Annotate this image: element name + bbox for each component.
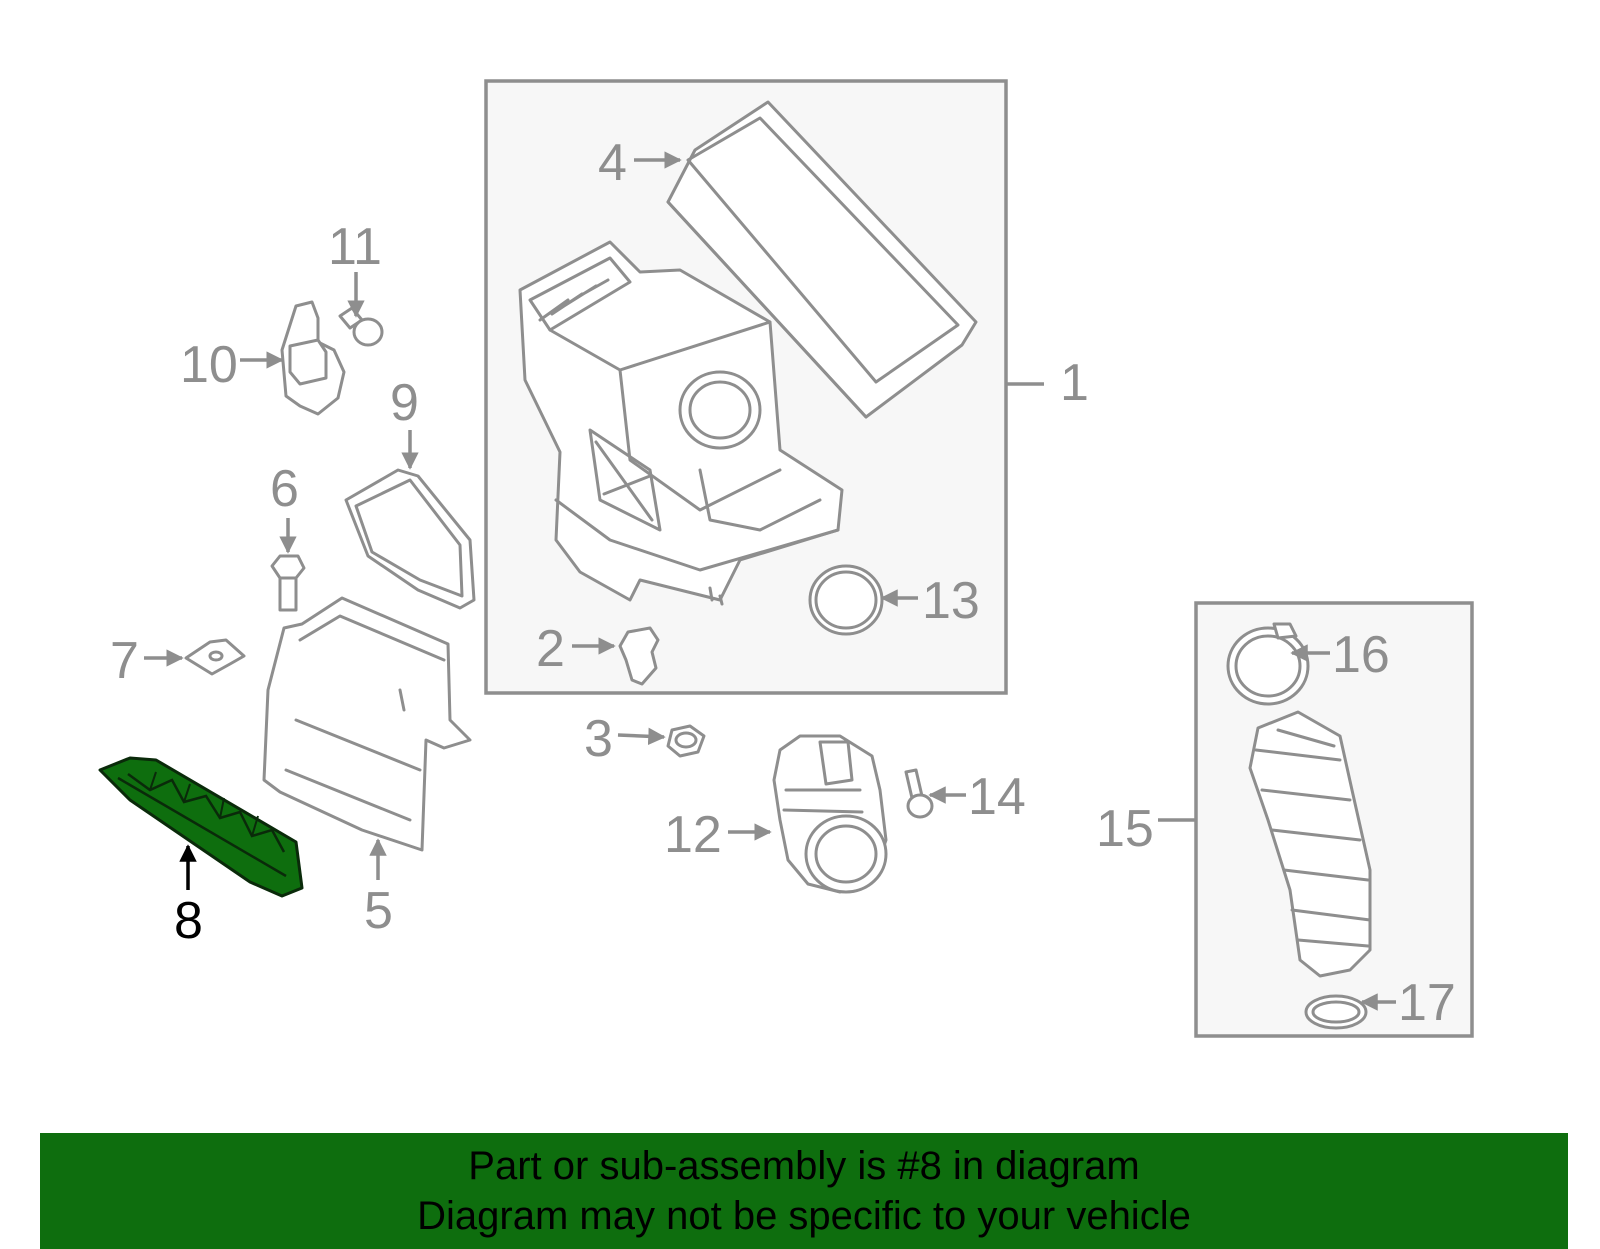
part-5-air-duct (262, 596, 472, 852)
part-17-hose-clamp (1304, 994, 1368, 1030)
part-7-clip (184, 638, 246, 676)
callout-9: 9 (390, 374, 419, 432)
callout-15: 15 (1096, 800, 1154, 858)
callout-17: 17 (1398, 974, 1456, 1032)
banner-line-disclaimer: Diagram may not be specific to your vehi… (417, 1194, 1191, 1238)
callout-5: 5 (364, 882, 393, 940)
callout-7: 7 (110, 632, 139, 690)
part-4-filter-element (666, 100, 978, 419)
part-16-hose-clamp (1226, 622, 1310, 706)
callout-10: 10 (180, 336, 238, 394)
part-12-mass-air-flow-sensor (772, 734, 888, 894)
callout-2: 2 (536, 620, 565, 678)
part-13-seal-ring (808, 564, 884, 636)
leader-lines (144, 151, 1396, 1011)
part-15-intake-hose (1248, 710, 1372, 978)
parts-diagram: 1 2 3 4 5 6 7 8 9 10 11 12 13 14 15 16 1… (98, 79, 1474, 1038)
part-9-duct-cap (344, 468, 476, 610)
callout-4: 4 (598, 134, 627, 192)
part-14-bolt (904, 768, 934, 819)
part-1-air-cleaner-housing (518, 240, 844, 606)
part-3-nut (666, 724, 706, 758)
callout-1: 1 (1060, 354, 1089, 412)
callout-13: 13 (922, 572, 980, 630)
banner-line-part: Part or sub-assembly is #8 in diagram (468, 1144, 1140, 1188)
part-2-clip (618, 626, 660, 686)
callout-8-selected: 8 (174, 892, 203, 950)
callout-16: 16 (1332, 626, 1390, 684)
callout-12: 12 (664, 806, 722, 864)
callout-11: 11 (328, 218, 382, 276)
callout-3: 3 (584, 710, 613, 768)
callout-14: 14 (968, 768, 1026, 826)
callout-6: 6 (270, 460, 299, 518)
part-10-bracket (280, 300, 346, 416)
part-11-screw (338, 306, 384, 347)
part-6-bolt (270, 554, 306, 612)
info-banner: Part or sub-assembly is #8 in diagram Di… (40, 1133, 1568, 1249)
part-8-air-guide-highlighted (98, 756, 304, 898)
